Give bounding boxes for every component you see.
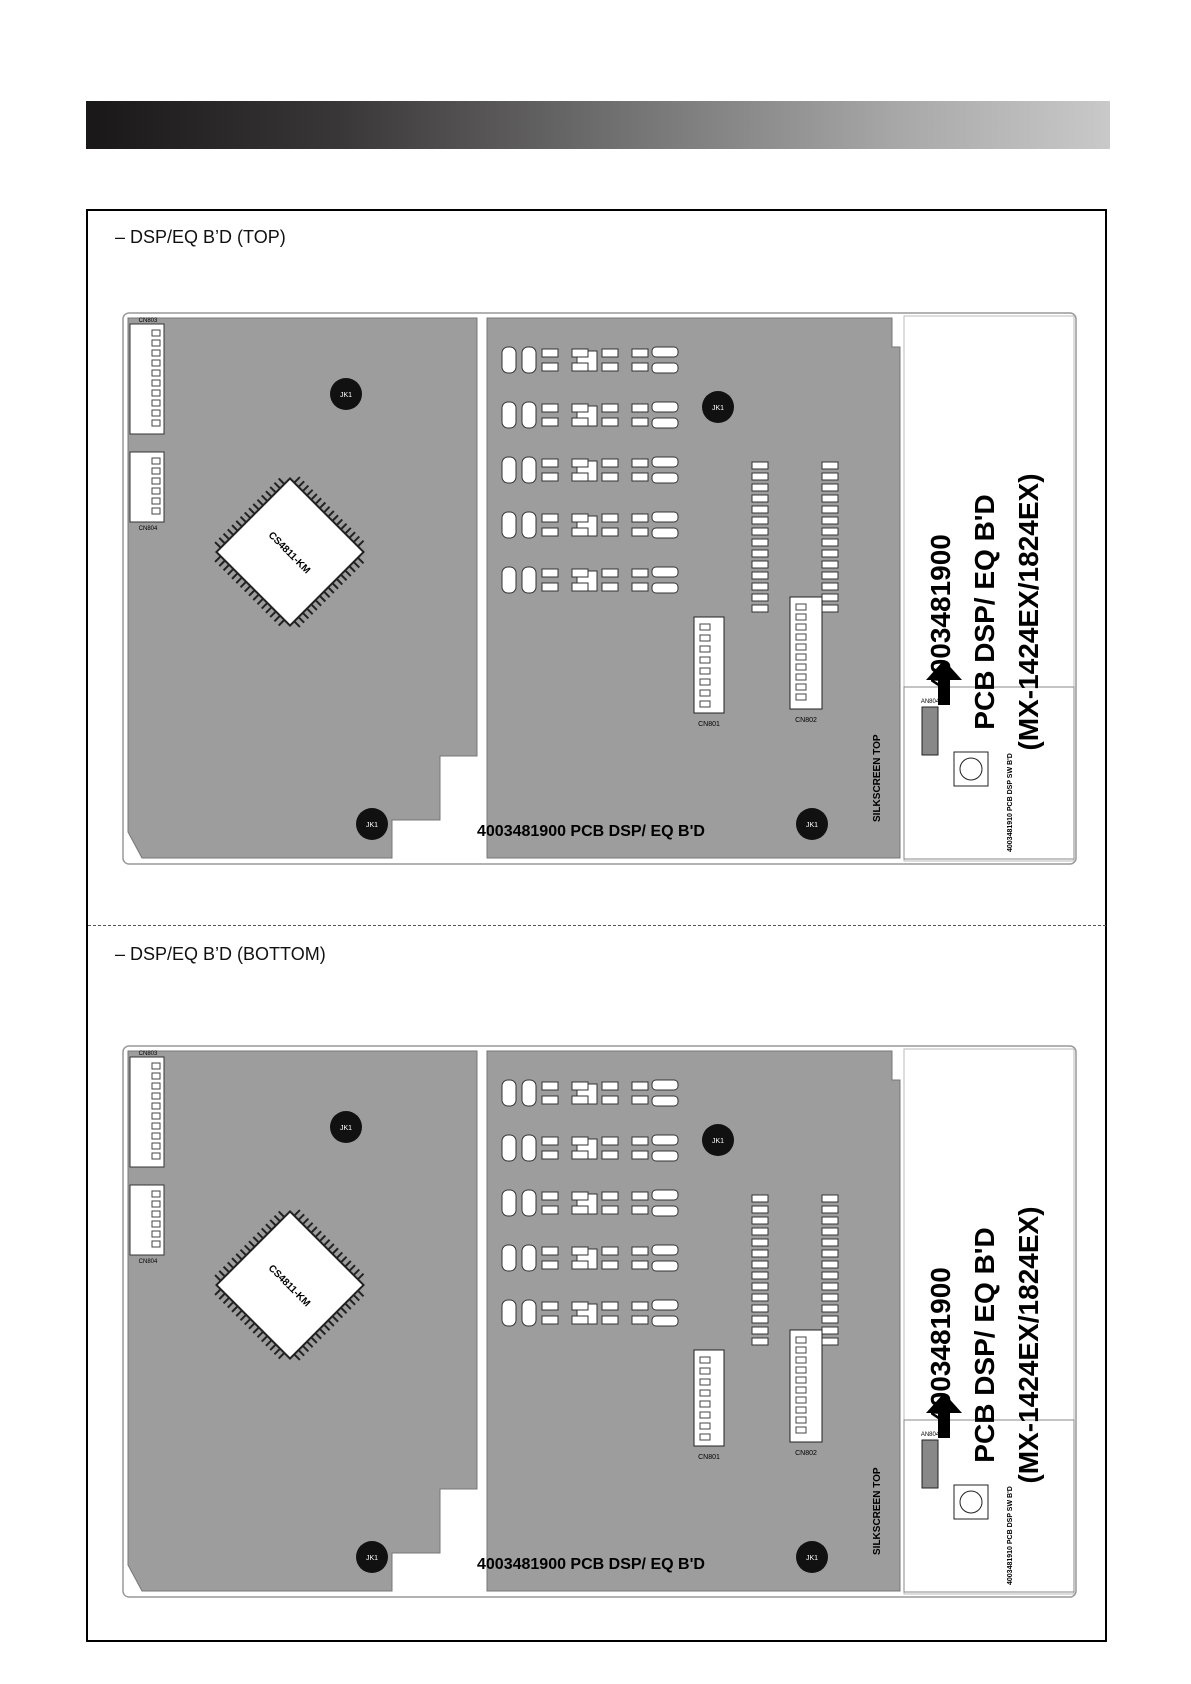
connector-label-cn802: CN802 [795, 717, 817, 724]
pcb-side-label-name: PCB DSP/ EQ B'D [969, 1227, 1000, 1462]
section-title-top: – DSP/EQ B’D (TOP) [115, 227, 286, 247]
section-divider [88, 925, 1106, 926]
arrow-left-icon [926, 1393, 962, 1438]
sw-board-label: 4003481910 PCB DSP SW B'D [1007, 753, 1014, 852]
mounting-hole-label: JK1 [806, 822, 818, 829]
connector-label-an804: AN804 [921, 699, 940, 705]
connector-label-cn804: CN804 [139, 1259, 158, 1265]
mounting-hole-label: JK1 [366, 1555, 378, 1562]
mounting-hole-label: JK1 [712, 1138, 724, 1145]
silkscreen-label: SILKSCREEN TOP [872, 734, 883, 822]
mounting-hole-label: JK1 [366, 822, 378, 829]
pcb-main-label: 4003481900 PCB DSP/ EQ B'D [477, 823, 705, 840]
silkscreen-label: SILKSCREEN TOP [872, 1467, 883, 1555]
mounting-hole [330, 378, 362, 410]
pcb-side-label-model: (MX-1424EX/1824EX) [1013, 473, 1044, 750]
pcb-side-label-name: PCB DSP/ EQ B'D [969, 494, 1000, 729]
mounting-hole-label: JK1 [712, 405, 724, 412]
arrow-left-icon [926, 660, 962, 705]
mounting-hole [330, 1111, 362, 1143]
mounting-hole [356, 1541, 388, 1573]
connector-label-cn803: CN803 [139, 1051, 158, 1057]
mounting-hole [702, 1124, 734, 1156]
connector-label-cn802: CN802 [795, 1450, 817, 1457]
mounting-hole-label: JK1 [340, 392, 352, 399]
mounting-hole [356, 808, 388, 840]
section-title-bottom: – DSP/EQ B’D (BOTTOM) [115, 944, 326, 964]
connector-label-an804: AN804 [921, 1432, 940, 1438]
connector-label-cn804: CN804 [139, 526, 158, 532]
mounting-hole [796, 808, 828, 840]
connector-label-cn803: CN803 [139, 318, 158, 324]
header-bar [86, 101, 1110, 149]
mounting-hole [702, 391, 734, 423]
sw-board-label: 4003481910 PCB DSP SW B'D [1007, 1486, 1014, 1585]
mounting-hole [796, 1541, 828, 1573]
pcb-side-label-model: (MX-1424EX/1824EX) [1013, 1206, 1044, 1483]
connector-label-cn801: CN801 [698, 721, 720, 728]
pcb-main-label: 4003481900 PCB DSP/ EQ B'D [477, 1556, 705, 1573]
mounting-hole-label: JK1 [806, 1555, 818, 1562]
diagram-frame [86, 209, 1107, 1642]
connector-label-cn801: CN801 [698, 1454, 720, 1461]
mounting-hole-label: JK1 [340, 1125, 352, 1132]
